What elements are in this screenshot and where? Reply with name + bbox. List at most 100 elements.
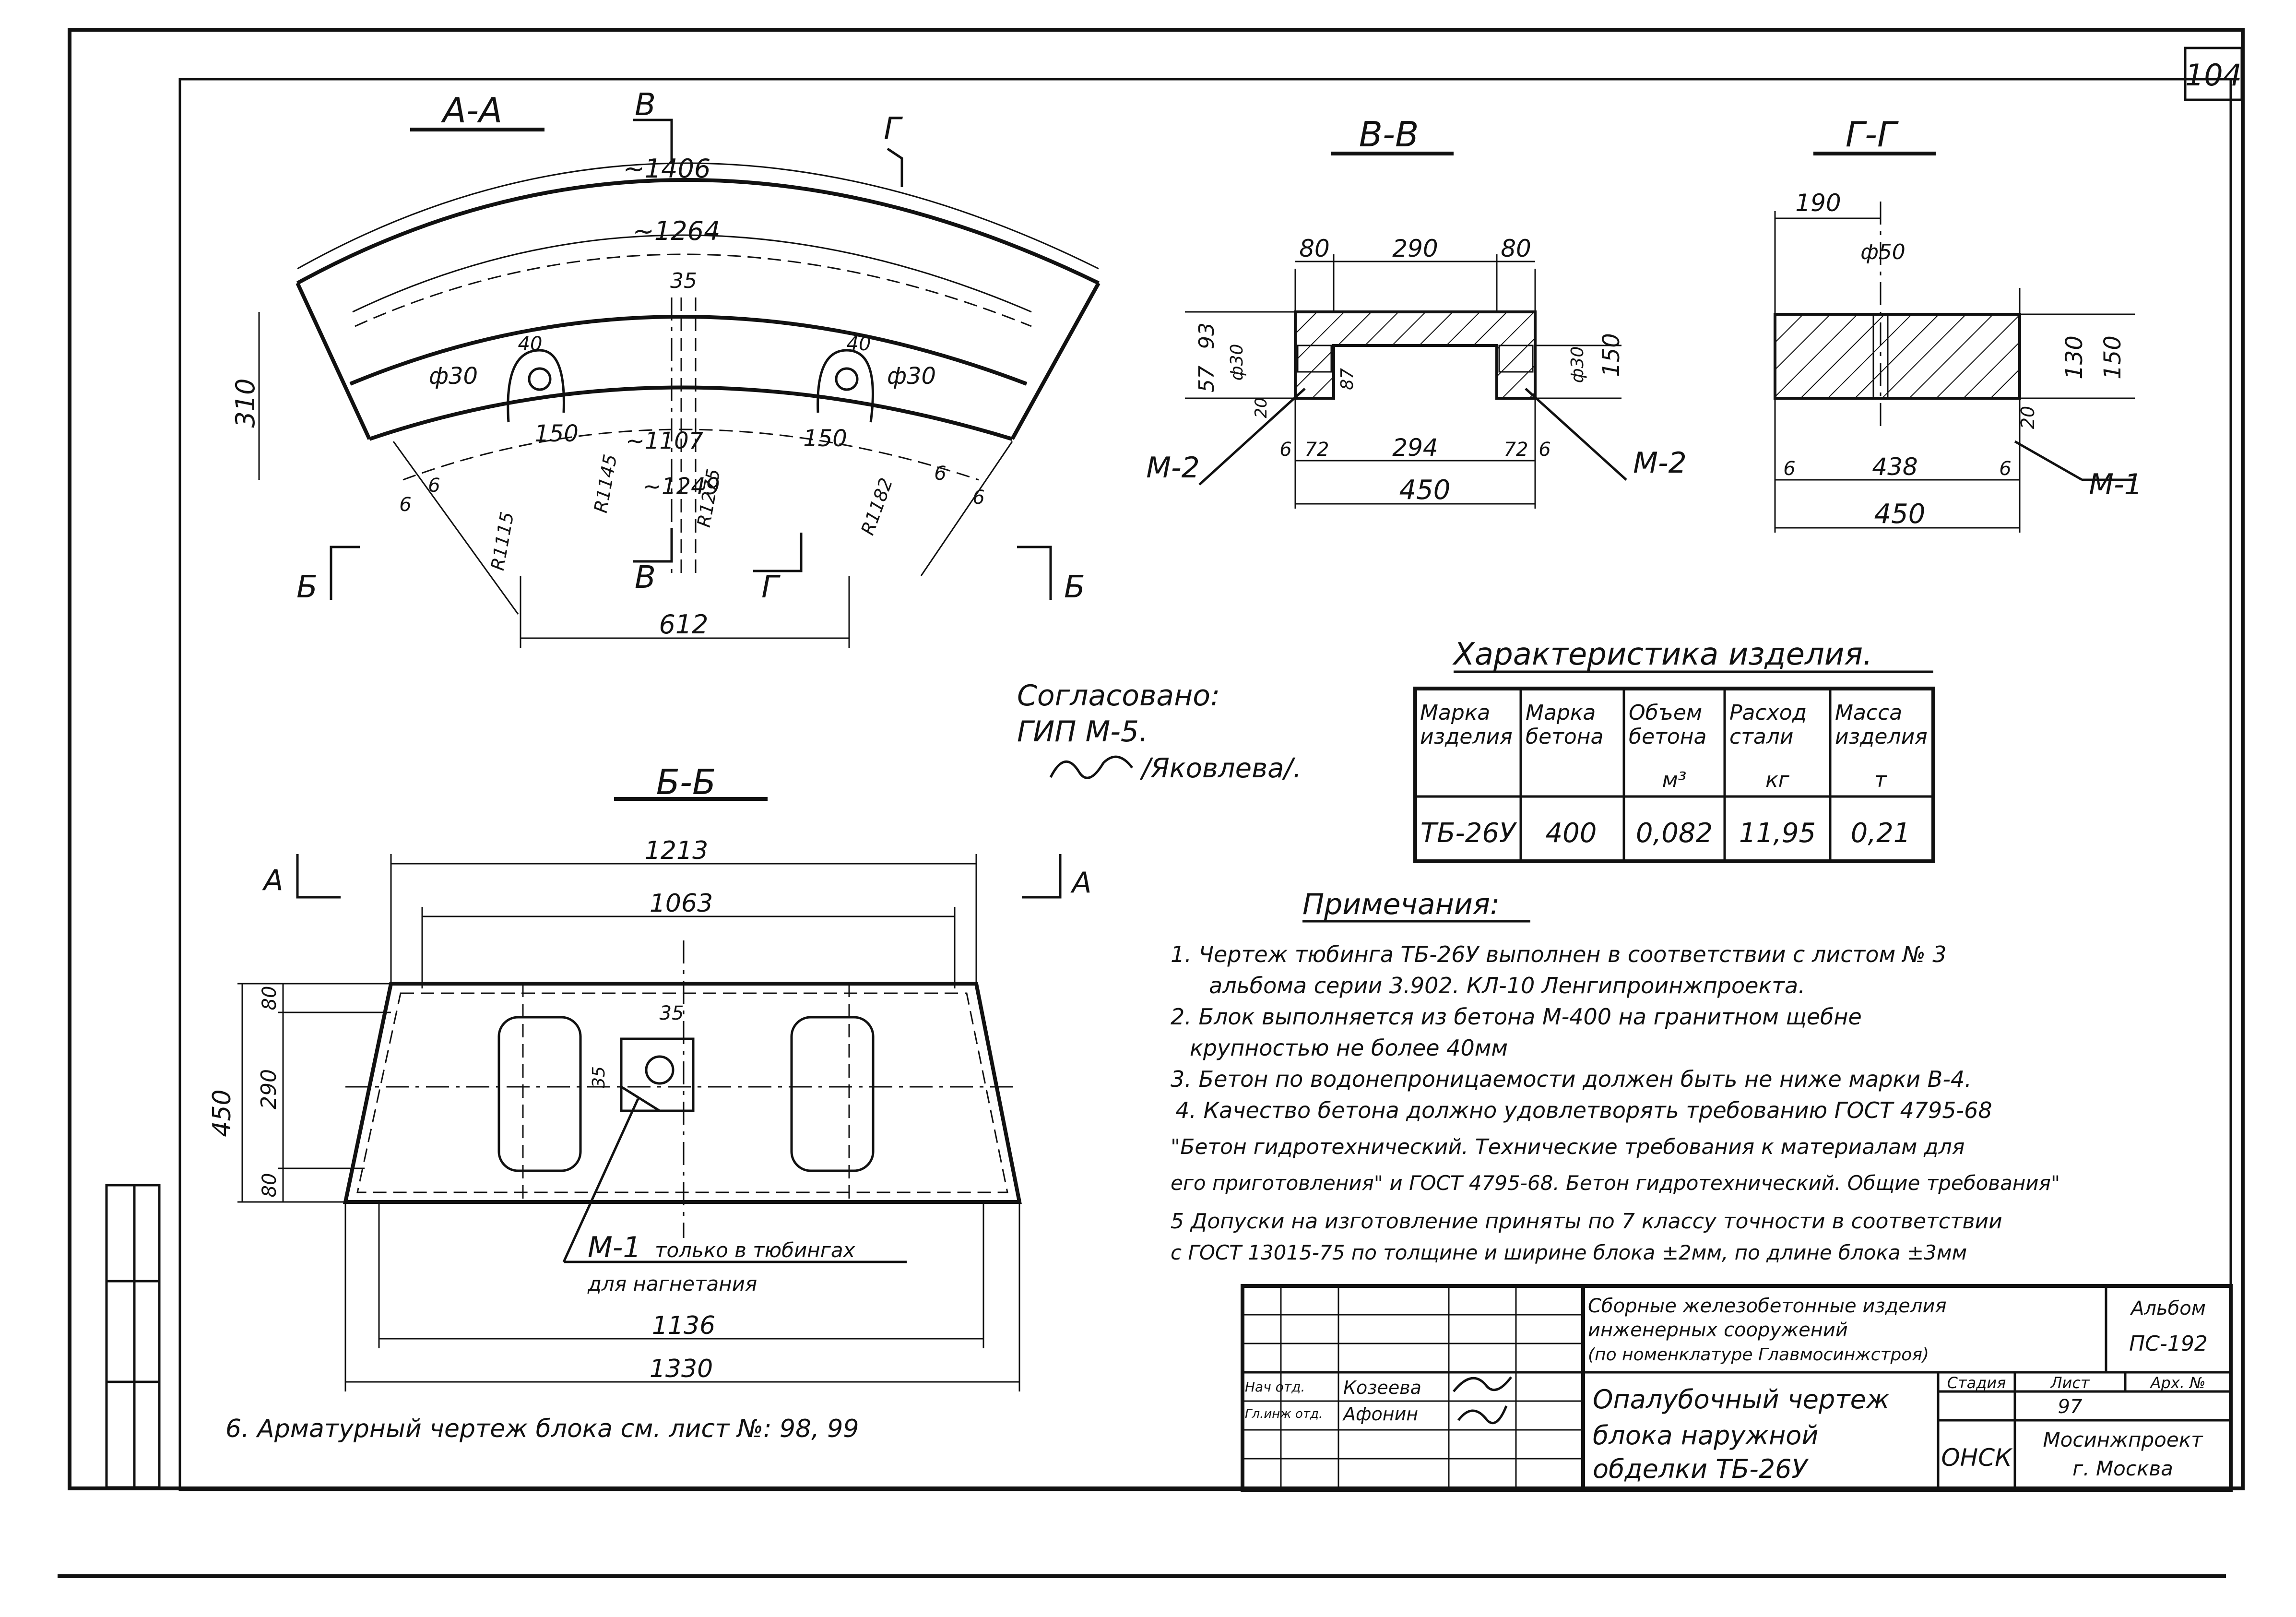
section-aa-title: А-А — [441, 90, 503, 131]
dim-right-150: 150 — [803, 425, 847, 452]
dim-bb-80b: 80 — [259, 1173, 281, 1198]
th-mass-unit: т — [1874, 768, 1887, 792]
dim-left-150: 150 — [534, 420, 579, 447]
approval-signature — [1049, 755, 1133, 779]
th-volume-2: бетона — [1629, 725, 1707, 749]
characteristics-table: Характеристика изделия. Марка изделия Ма… — [1413, 637, 1935, 863]
note-line-6-rebar: 6. Арматурный чертеж блока см. лист №: 9… — [225, 1415, 859, 1443]
tb-stage-label: Стадия — [1947, 1374, 2006, 1392]
tb-role2: Гл.инж отд. — [1245, 1407, 1323, 1421]
dim-height-310: 310 — [230, 378, 260, 428]
tb-sheet-label: Лист — [2050, 1374, 2090, 1392]
dim-gg-130: 130 — [2061, 335, 2088, 380]
dim-vv-top-80b: 80 — [1501, 235, 1531, 262]
dim-gg-150: 150 — [2099, 335, 2126, 380]
dim-right-6b: 6 — [972, 487, 984, 509]
dim-r1145: R1145 — [590, 452, 621, 514]
dim-vv-72b: 72 — [1504, 439, 1528, 461]
dim-vv-right-dia: ф30 — [1568, 346, 1587, 383]
label-m2-left: М-2 — [1146, 451, 1200, 485]
dim-r1115: R1115 — [487, 510, 518, 572]
note-line-2: альбома серии 3.902. КЛ-10 Ленгипроинжпр… — [1209, 973, 1805, 999]
th-volume-1: Объем — [1629, 701, 1702, 725]
notes-title: Примечания: — [1302, 888, 1500, 921]
title-block: Сборные железобетонные изделия инженерны… — [1241, 1284, 2233, 1492]
dim-vv-left-dia: ф30 — [1227, 344, 1247, 381]
dim-bb-450: 450 — [208, 1089, 237, 1137]
mark-a-left: А — [261, 864, 283, 897]
dim-chord-612: 612 — [659, 609, 708, 640]
tb-role1: Нач отд. — [1245, 1379, 1305, 1395]
dim-inner-arc: ~1264 — [633, 216, 721, 246]
dim-vv-294: 294 — [1392, 434, 1438, 462]
dim-bb-35b: 35 — [589, 1066, 609, 1088]
mark-v-bottom: В — [635, 560, 656, 595]
approval-signature-name: /Яковлева/. — [1139, 753, 1302, 784]
tb-drawing-line3: обделки ТБ-26У — [1593, 1454, 1809, 1484]
approval-block: Согласовано: ГИП М-5. /Яковлева/. — [1017, 679, 1302, 784]
dim-arc-1107: ~1107 — [626, 428, 704, 454]
tb-project-line3: (по номенклатуре Главмосинжстроя) — [1588, 1345, 1929, 1365]
th-steel-unit: кг — [1765, 768, 1790, 792]
dim-bb-290: 290 — [257, 1069, 281, 1109]
tb-project-line2: инженерных сооружений — [1588, 1319, 1848, 1341]
mark-g-bottom: Г — [761, 570, 781, 605]
tb-name1: Козеева — [1343, 1377, 1421, 1398]
th-volume-unit: м³ — [1662, 768, 1687, 792]
dim-bb-80a: 80 — [259, 986, 281, 1011]
dim-vv-20: 20 — [1252, 397, 1271, 418]
note-line-7: "Бетон гидротехнический. Технические тре… — [1171, 1135, 1965, 1159]
tb-album-label: Альбом — [2130, 1297, 2206, 1320]
dim-bb-1213: 1213 — [645, 836, 708, 865]
dim-vv-57: 57 — [1195, 366, 1219, 392]
section-gg-title: Г-Г — [1846, 114, 1899, 155]
note-line-9: 5 Допуски на изготовление приняты по 7 к… — [1171, 1209, 2002, 1234]
dim-gg-450: 450 — [1874, 499, 1926, 530]
td-volume: 0,082 — [1636, 818, 1713, 849]
dim-vv-93: 93 — [1195, 322, 1219, 349]
dim-vv-6b: 6 — [1539, 439, 1550, 461]
section-bb-title: Б-Б — [656, 762, 716, 802]
tb-org-line2: г. Москва — [2072, 1457, 2173, 1480]
label-m1-bb: М-1 — [588, 1231, 641, 1264]
dim-r1182: R1182 — [857, 475, 897, 538]
approval-line2: ГИП М-5. — [1017, 715, 1148, 749]
dim-hole-top: 35 — [670, 269, 697, 293]
note-line-8: его приготовления" и ГОСТ 4795-68. Бетон… — [1171, 1171, 2060, 1195]
dim-arc-1249: ~1249 — [642, 473, 720, 500]
approval-line1: Согласовано: — [1017, 679, 1220, 713]
dim-gg-dia: ф50 — [1860, 240, 1905, 264]
label-m1-text2: для нагнетания — [587, 1272, 757, 1296]
note-line-10: с ГОСТ 13015-75 по толщине и ширине блок… — [1171, 1241, 1967, 1264]
sheet-number: 104 — [2185, 58, 2242, 93]
td-steel: 11,95 — [1739, 818, 1816, 849]
mark-g-top: Г — [884, 111, 903, 147]
tb-stage-value: ОНСК — [1941, 1444, 2013, 1472]
dim-gg-190: 190 — [1795, 189, 1841, 217]
mark-a-right: А — [1070, 866, 1091, 900]
section-vv: В-В 80 290 80 93 57 ф30 20 87 ф30 150 6 … — [1146, 114, 1687, 509]
th-steel-1: Расход — [1729, 701, 1807, 725]
dim-right-hole-w: 40 — [847, 333, 871, 355]
tb-drawing-line1: Опалубочный чертеж — [1593, 1384, 1890, 1415]
mark-b-right: Б — [1064, 570, 1085, 605]
dim-vv-87: 87 — [1337, 368, 1357, 390]
td-product: ТБ-26У — [1420, 818, 1517, 849]
dim-gg-6b: 6 — [1999, 458, 2011, 480]
dim-vv-top-290: 290 — [1392, 235, 1438, 262]
note-line-3: 2. Блок выполняется из бетона М-400 на г… — [1171, 1004, 1862, 1030]
sheet-frame — [58, 28, 2245, 1578]
tb-sheet-value: 97 — [2058, 1396, 2083, 1418]
label-m1-text1: только в тюбингах — [655, 1238, 856, 1262]
dim-right-6a: 6 — [934, 463, 946, 485]
dim-left-hole-dia: ф30 — [429, 363, 478, 390]
dim-bb-1330: 1330 — [650, 1355, 713, 1383]
dim-right-hole-dia: ф30 — [887, 363, 936, 390]
dim-left-hole-w: 40 — [518, 333, 543, 355]
dim-left-6a: 6 — [399, 494, 411, 516]
note-line-1: 1. Чертеж тюбинга ТБ-26У выполнен в соот… — [1171, 941, 1947, 967]
dim-vv-top-80a: 80 — [1299, 235, 1330, 262]
dim-vv-150: 150 — [1598, 333, 1625, 377]
th-steel-2: стали — [1729, 725, 1794, 749]
th-mark-concrete-1: Марка — [1526, 701, 1596, 725]
